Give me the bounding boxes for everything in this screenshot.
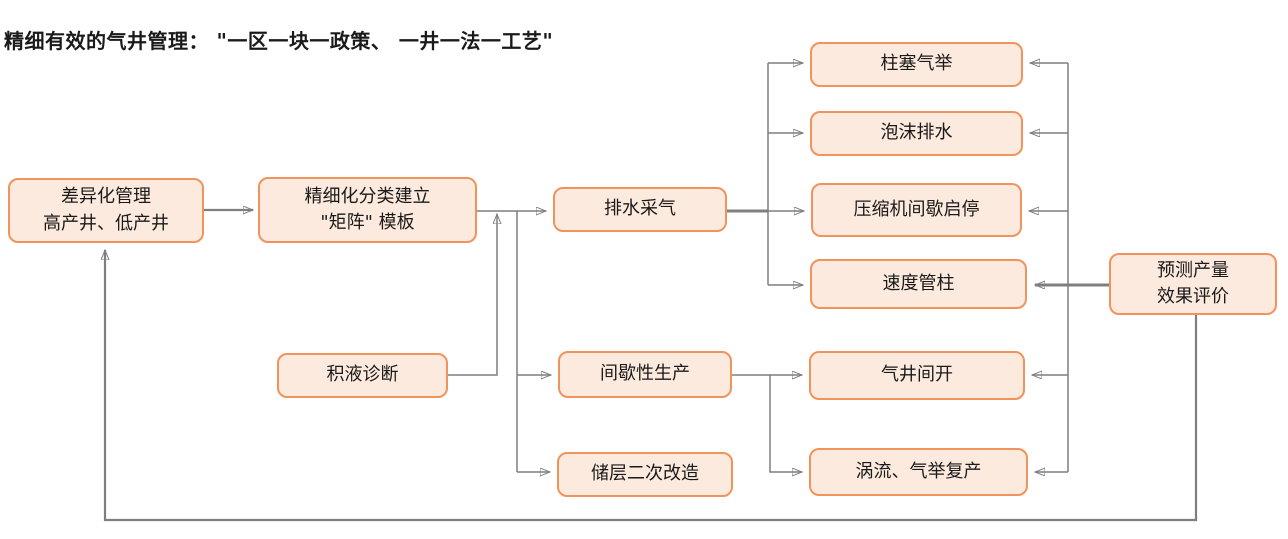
node-drainage-gas-recovery: 排水采气 bbox=[553, 187, 727, 232]
node-velocity-string: 速度管柱 bbox=[810, 259, 1027, 309]
connector-diagnosis-up bbox=[448, 214, 497, 376]
node-matrix-template: 精细化分类建立 "矩阵" 模板 bbox=[258, 177, 477, 243]
node-production-forecast-evaluation: 预测产量 效果评价 bbox=[1109, 253, 1277, 315]
node-intermittent-production: 间歇性生产 bbox=[558, 351, 732, 398]
node-compressor-intermittent-startstop: 压缩机间歇启停 bbox=[811, 183, 1022, 237]
node-foam-drainage: 泡沫排水 bbox=[810, 111, 1023, 156]
node-liquid-loading-diagnosis: 积液诊断 bbox=[277, 353, 448, 398]
diagram-title: 精细有效的气井管理： "一区一块一政策、 一井一法一工艺" bbox=[4, 29, 554, 53]
node-reservoir-restimulation: 储层二次改造 bbox=[557, 452, 733, 497]
node-differential-management: 差异化管理 高产井、低产井 bbox=[8, 178, 204, 243]
node-gas-well-intermittent-opening: 气井间开 bbox=[809, 351, 1025, 400]
connector-feedback-loop bbox=[105, 250, 1198, 522]
connector-down-to-vortex bbox=[769, 375, 802, 472]
node-vortex-gas-lift-restart: 涡流、气举复产 bbox=[809, 448, 1028, 496]
node-plunger-lift: 柱塞气举 bbox=[810, 42, 1023, 87]
